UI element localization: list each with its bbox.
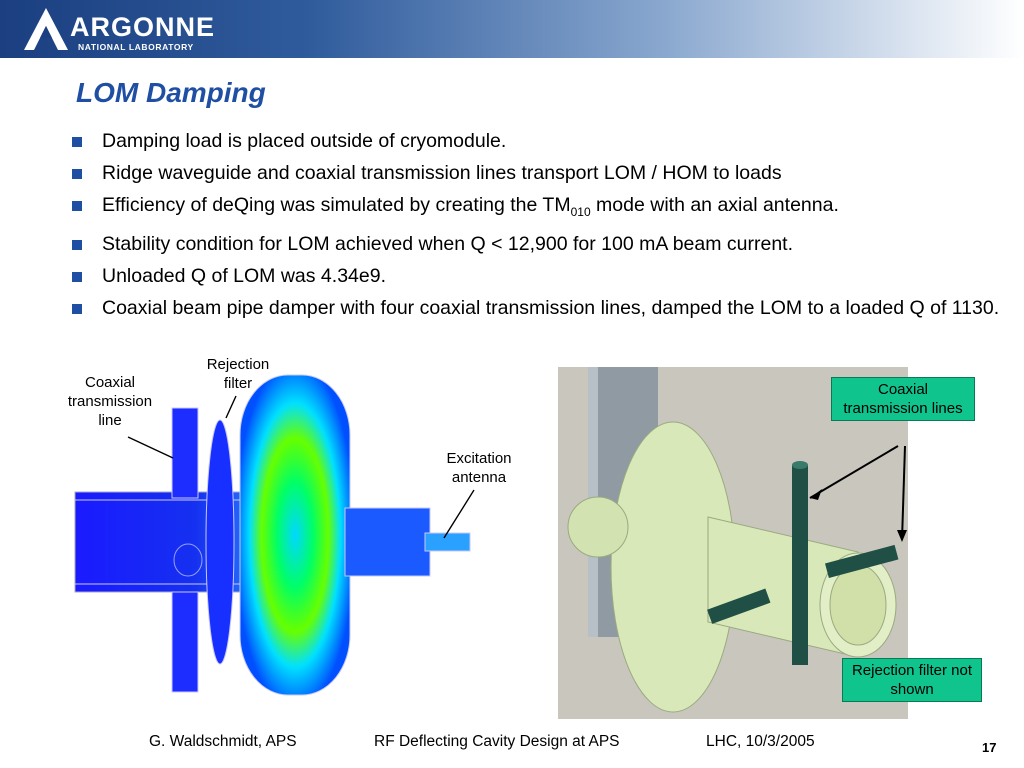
pointer-line-coax: [127, 436, 174, 459]
header-band: ARGONNE NATIONAL LABORATORY: [0, 0, 1024, 58]
bullet-square-icon: [72, 137, 82, 147]
bullet-list: Damping load is placed outside of cryomo…: [70, 129, 1000, 328]
bullet-item: Damping load is placed outside of cryomo…: [70, 129, 1000, 154]
callout-arrows: [809, 445, 907, 542]
label-coax-line: Coaxial transmission line: [67, 374, 153, 429]
bullet-square-icon: [72, 239, 82, 250]
logo-subtitle: NATIONAL LABORATORY: [78, 42, 194, 52]
bullet-item: Ridge waveguide and coaxial transmission…: [70, 161, 1000, 186]
label-excitation-antenna: Excitation antenna: [446, 450, 512, 486]
cavity-3d-render: [558, 367, 908, 719]
bullet-square-icon: [72, 271, 82, 282]
bullet-square-icon: [72, 169, 82, 179]
bullet-item: Stability condition for LOM achieved whe…: [70, 232, 1000, 257]
bullet-item: Coaxial beam pipe damper with four coaxi…: [70, 296, 1000, 321]
arrow-head-icon: [897, 530, 907, 542]
callout-coax-lines: Coaxial transmission lines: [831, 377, 975, 421]
bullet-item: Efficiency of deQing was simulated by cr…: [70, 193, 1000, 225]
bullet-square-icon: [72, 201, 82, 211]
pointer-line-filter: [225, 395, 237, 419]
simulation-figure: Coaxial transmission line Rejection filt…: [40, 350, 520, 720]
label-rejection-filter: Rejection filter: [206, 356, 270, 392]
footer-venue-date: LHC, 10/3/2005: [706, 733, 815, 750]
bullet-square-icon: [72, 303, 82, 314]
footer-talk-title: RF Deflecting Cavity Design at APS: [374, 733, 620, 750]
logo-wordmark: ARGONNE: [70, 12, 216, 42]
bullet-item: Unloaded Q of LOM was 4.34e9.: [70, 264, 1000, 289]
cavity-field-plot: [74, 374, 475, 696]
callout-rejection-filter: Rejection filter not shown: [842, 658, 982, 702]
slide-title: LOM Damping: [76, 77, 266, 108]
argonne-logo: ARGONNE NATIONAL LABORATORY: [22, 6, 222, 54]
arrow-to-coax-1: [809, 445, 899, 499]
page-number: 17: [982, 740, 997, 755]
arrow-head-icon: [810, 489, 822, 500]
argonne-a-icon: [24, 8, 68, 50]
pointer-line-antenna: [443, 489, 475, 539]
footer-author: G. Waldschmidt, APS: [149, 733, 297, 750]
cavity-render-figure: [558, 367, 908, 719]
arrow-to-coax-2: [901, 445, 906, 541]
